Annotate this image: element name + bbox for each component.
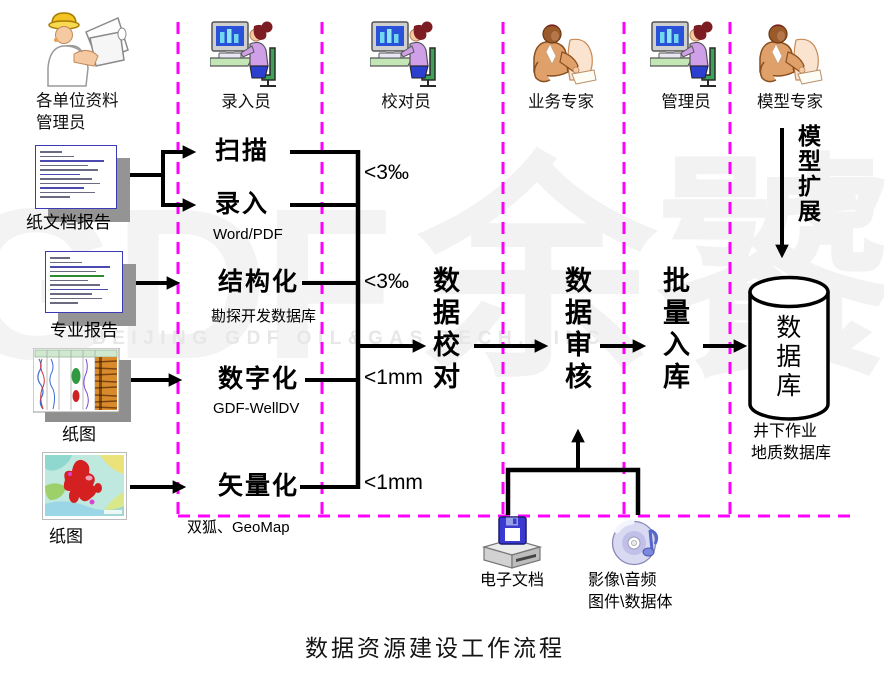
business-expert-icon bbox=[522, 22, 598, 93]
model-extension-label: 模型扩展 bbox=[794, 124, 821, 224]
source-label-paper-chart-1: 纸图 bbox=[62, 425, 96, 444]
process-tool-digitize: GDF-WellDV bbox=[213, 400, 300, 417]
tolerance-structure: <3‰ bbox=[364, 270, 409, 293]
well-log-chart-thumbnail bbox=[32, 347, 133, 429]
diagram-title: 数据资源建设工作流程 bbox=[305, 636, 565, 662]
digital-source-label-electronic-document: 电子文档 bbox=[479, 572, 544, 589]
data-entry-operator-icon bbox=[209, 18, 280, 95]
professional-report-thumbnail bbox=[45, 251, 137, 327]
role-label-business-expert: 业务专家 bbox=[528, 93, 594, 111]
proofreader-icon bbox=[369, 18, 440, 95]
process-tool-entry: Word/PDF bbox=[213, 226, 283, 243]
tolerance-vectorize: <1mm bbox=[364, 471, 423, 494]
role-label-model-expert: 模型专家 bbox=[757, 93, 823, 111]
role-label-data-entry-operator: 录入员 bbox=[221, 93, 271, 111]
engineer-reading-icon bbox=[36, 10, 134, 95]
tolerance-digitize: <1mm bbox=[364, 366, 423, 389]
media-cd-icon bbox=[610, 518, 668, 575]
flow-lines bbox=[118, 128, 789, 515]
process-label-entry: 录入 bbox=[215, 190, 270, 218]
role-label-administrator: 管理员 bbox=[661, 93, 711, 111]
role-label-proofreader: 校对员 bbox=[381, 93, 431, 111]
digital-source-label-media-line1: 影像\音频 bbox=[588, 572, 657, 589]
stage-label-batch-loading: 批量入库 bbox=[659, 266, 690, 394]
digital-source-label-media-line2: 图件\数据体 bbox=[588, 594, 673, 611]
tolerance-scan: <3‰ bbox=[364, 161, 409, 184]
process-label-structure: 结构化 bbox=[218, 268, 300, 296]
database-cylinder bbox=[747, 274, 831, 429]
geologic-map-thumbnail bbox=[42, 452, 127, 525]
role-label-unit-data-manager-line1: 各单位资料 bbox=[36, 92, 119, 110]
database-sublabel-line1: 井下作业 bbox=[753, 423, 818, 440]
database-label: 数据库 bbox=[772, 314, 801, 401]
model-expert-icon bbox=[748, 22, 824, 93]
source-label-professional-report: 专业报告 bbox=[50, 321, 118, 340]
process-tool-structure: 勘探开发数据库 bbox=[211, 308, 317, 325]
database-sublabel-line2: 地质数据库 bbox=[751, 445, 832, 462]
paper-document-report-thumbnail bbox=[35, 145, 131, 223]
process-tool-vectorize: 双狐、GeoMap bbox=[187, 519, 290, 536]
lane-divider-lines bbox=[176, 22, 855, 518]
process-label-digitize: 数字化 bbox=[218, 365, 300, 393]
process-label-vectorize: 矢量化 bbox=[218, 472, 300, 500]
stage-label-data-proofreading: 数据校对 bbox=[429, 266, 460, 394]
administrator-icon bbox=[649, 18, 720, 95]
stage-label-data-review: 数据审核 bbox=[561, 266, 592, 394]
role-label-unit-data-manager-line2: 管理员 bbox=[36, 114, 86, 132]
source-label-paper-chart-2: 纸图 bbox=[49, 527, 83, 546]
process-label-scan: 扫描 bbox=[215, 137, 270, 165]
source-label-paper-document-report: 纸文档报告 bbox=[26, 213, 111, 232]
electronic-document-icon bbox=[478, 516, 546, 575]
